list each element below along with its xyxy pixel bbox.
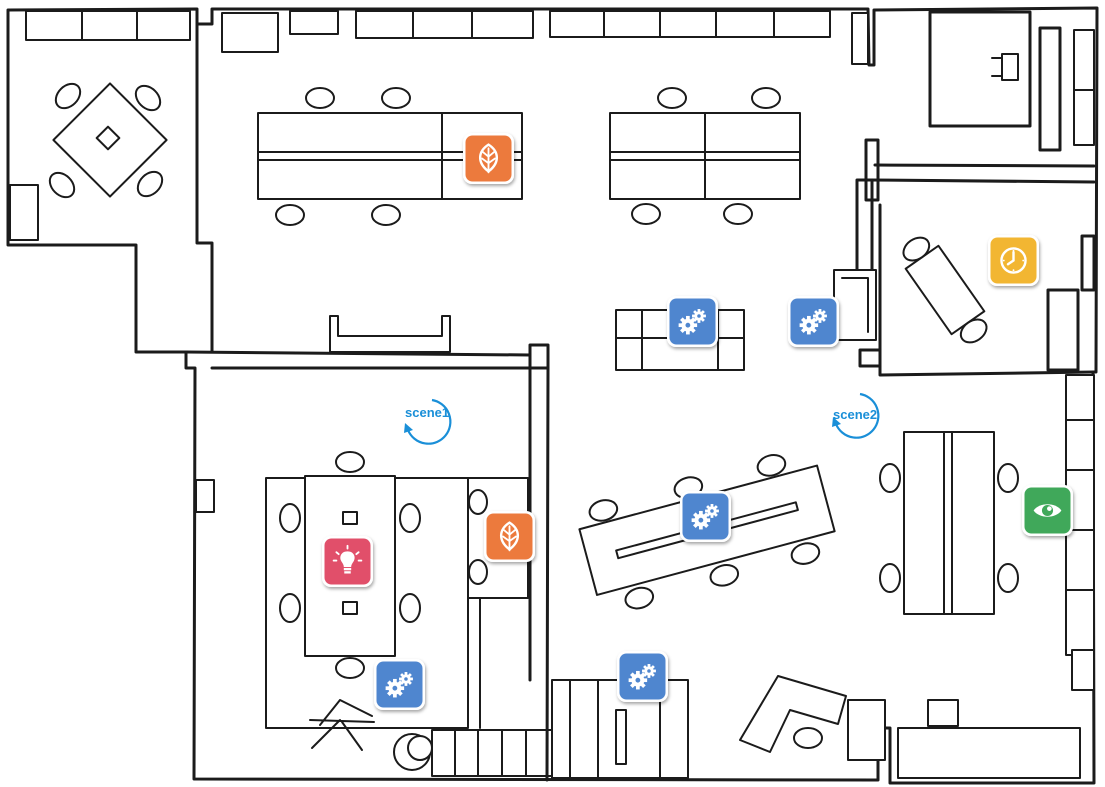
marker-gears-9[interactable] [374, 659, 425, 710]
marker-gears-3[interactable] [788, 296, 839, 347]
scene1-label: scene1 [405, 405, 449, 420]
workstation-right [879, 431, 1019, 615]
outer-walls [6, 6, 1099, 785]
marker-layer [322, 133, 1073, 710]
marker-clock-4[interactable] [988, 235, 1039, 286]
bench-desk-right [609, 87, 801, 225]
marker-gears-7[interactable] [680, 491, 731, 542]
marker-eye-8[interactable] [1022, 485, 1073, 536]
marker-gears-10[interactable] [617, 651, 668, 702]
marker-lightbulb-5[interactable] [322, 536, 373, 587]
marker-leaf-1[interactable] [463, 133, 514, 184]
scene2-label: scene2 [833, 407, 877, 422]
scene-marker-scene1[interactable]: scene1 [404, 398, 452, 445]
marker-gears-2[interactable] [667, 296, 718, 347]
scene-marker-scene2[interactable]: scene2 [832, 392, 880, 439]
meeting-table-diamond [48, 82, 168, 199]
marker-leaf-6[interactable] [484, 511, 535, 562]
